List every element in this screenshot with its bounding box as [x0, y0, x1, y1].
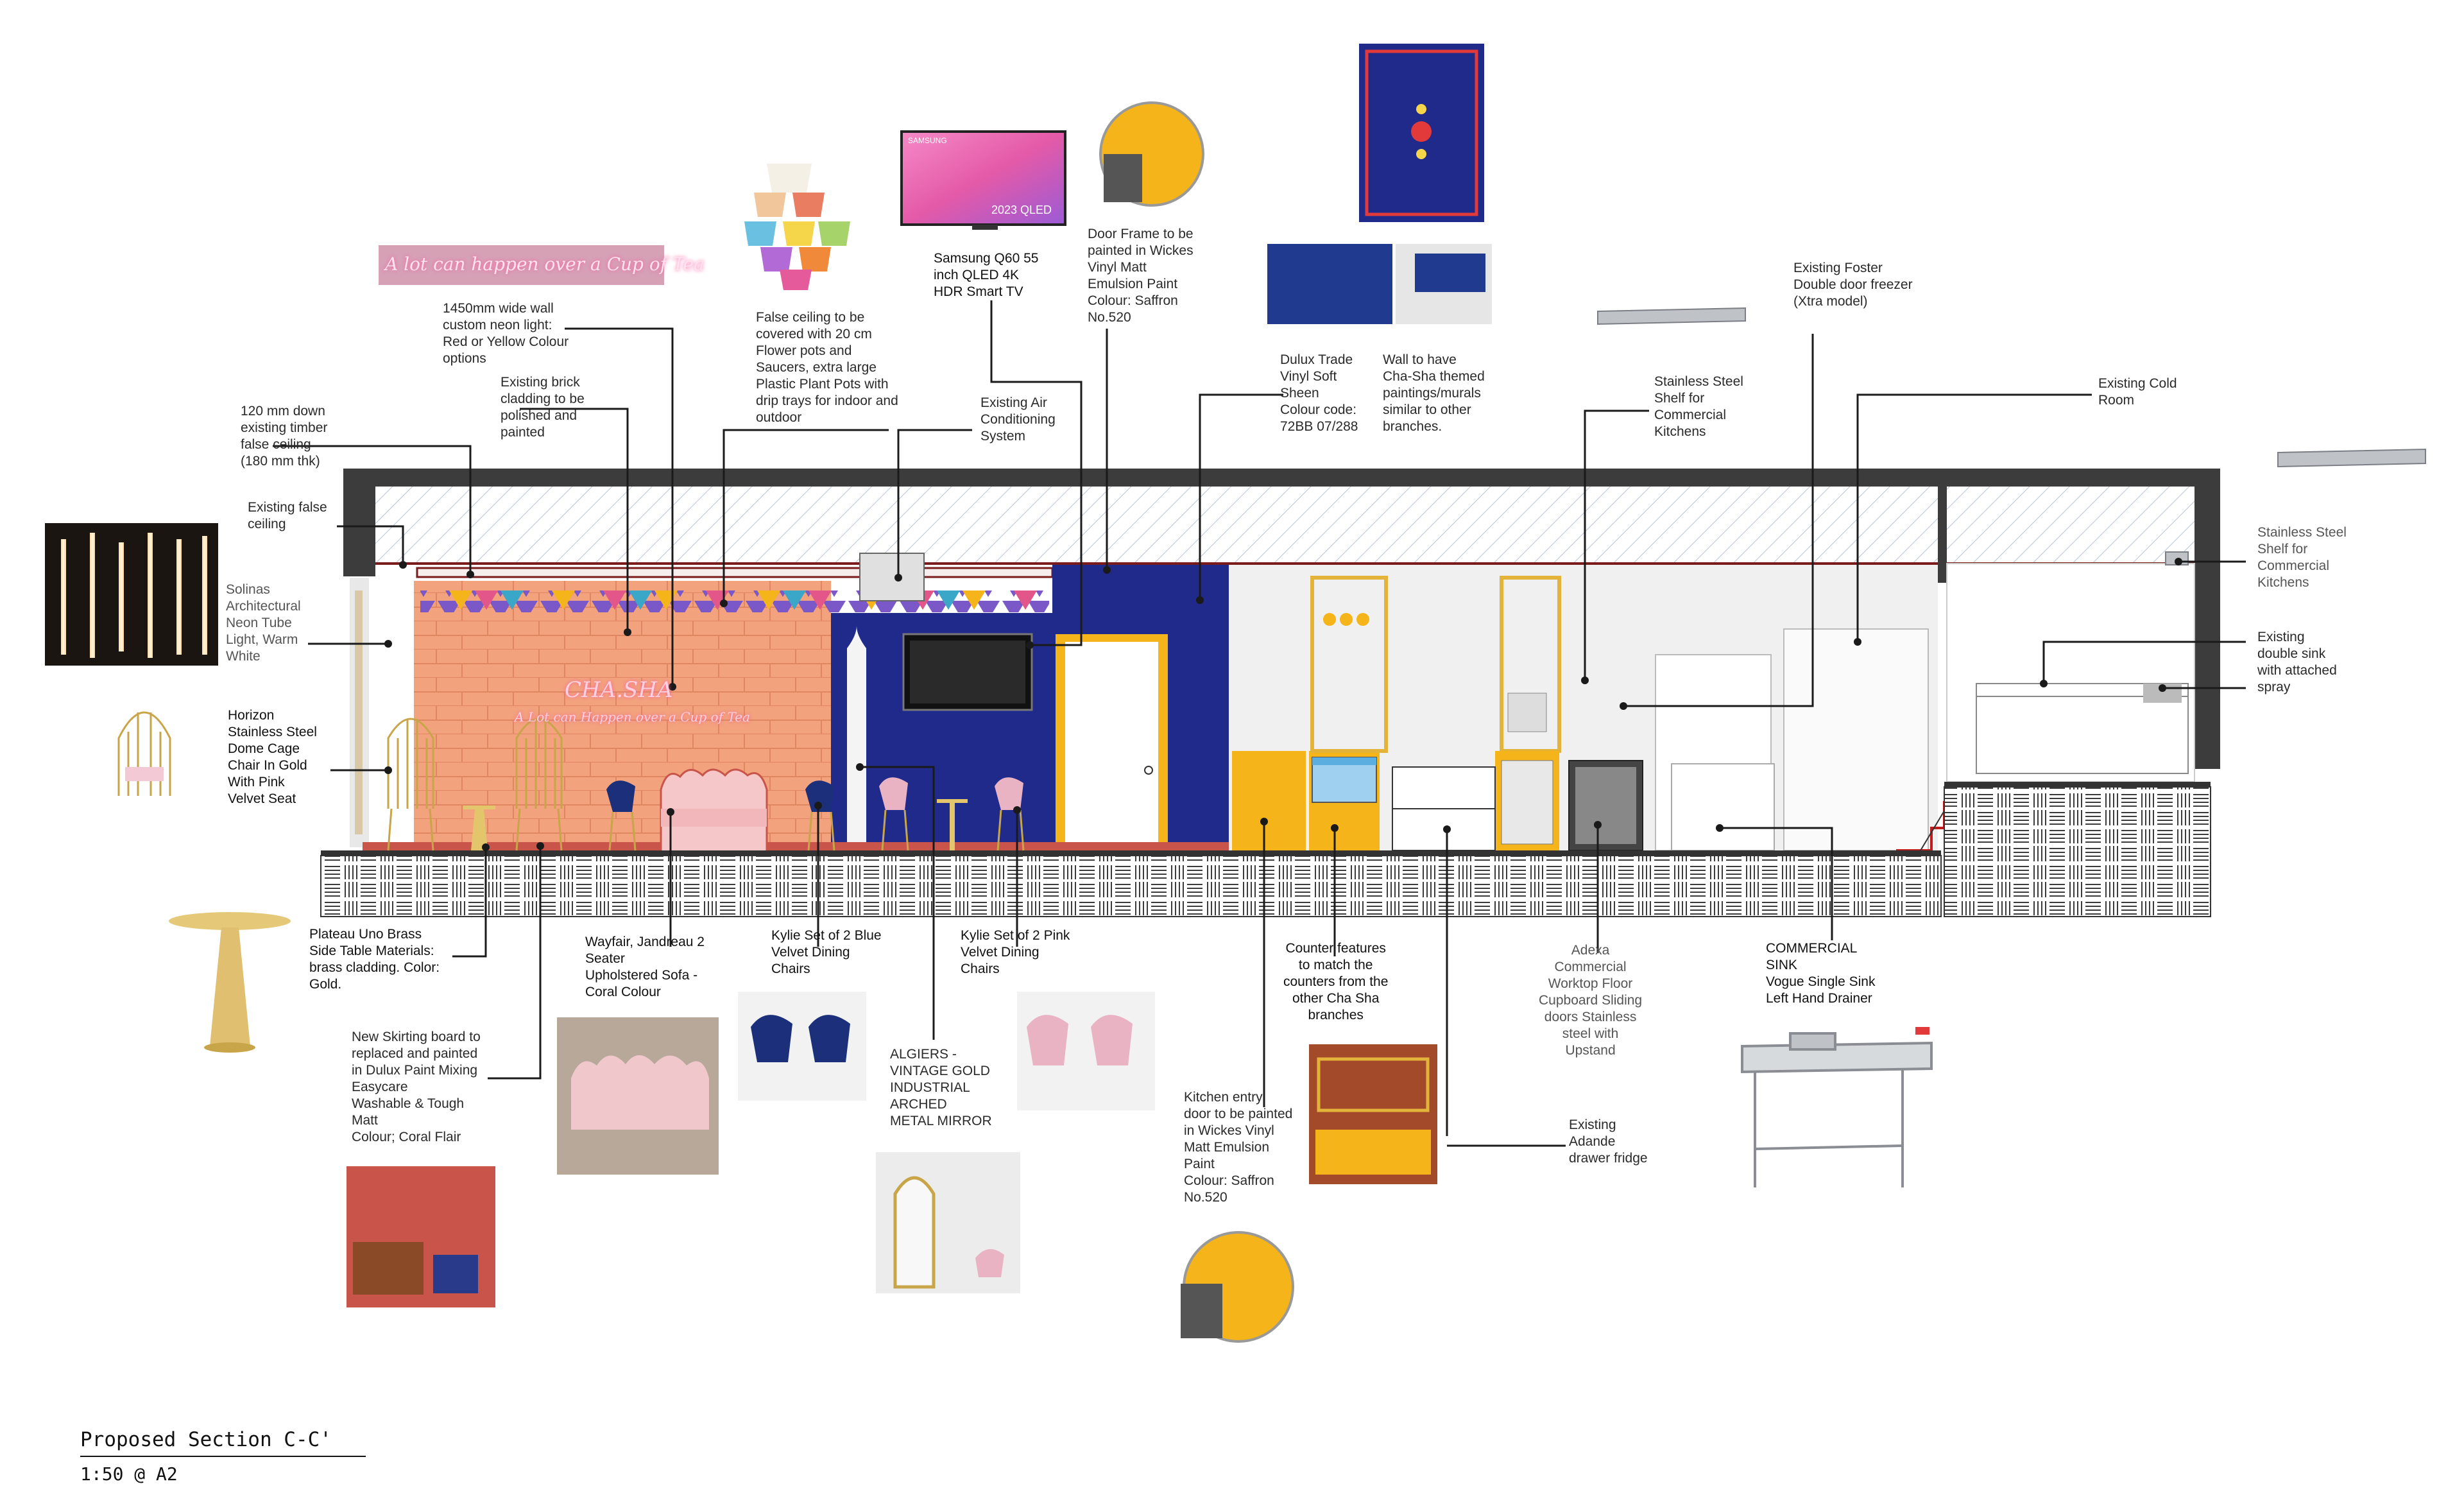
- label-mirror: ALGIERS - VINTAGE GOLD INDUSTRIAL ARCHED…: [890, 1047, 992, 1128]
- sofa-image: [557, 1017, 719, 1175]
- mirror-image: [876, 1152, 1020, 1293]
- saffron-paint-tin-image-2: [1181, 1231, 1294, 1343]
- label-tube-light: Solinas Architectural Neon Tube Light, W…: [226, 582, 301, 664]
- blue-chairs-image: [738, 992, 866, 1101]
- arched-mirror: [847, 626, 866, 850]
- label-flower-pots: False ceiling to be covered with 20 cm F…: [756, 310, 898, 425]
- label-cold-room: Existing Cold Room: [2098, 376, 2177, 408]
- commercial-sink-image: [1741, 1027, 1933, 1187]
- neon-sign-image: [379, 245, 664, 285]
- left-wall-light-strip: [350, 578, 369, 847]
- neon-panel-text: A lot can happen over a Cup of Tea: [385, 254, 705, 275]
- leader-lines: [273, 300, 2246, 1147]
- tv-brand: SAMSUNG: [908, 136, 947, 145]
- skirting-paint-image: [346, 1166, 495, 1307]
- label-steel-shelf-2: Stainless Steel Shelf for Commercial Kit…: [2257, 525, 2347, 590]
- title-underline: [80, 1456, 366, 1457]
- pink-chairs-image: [1017, 992, 1155, 1110]
- label-sofa: Wayfair, Jandreau 2 Seater Upholstered S…: [585, 935, 705, 999]
- label-existing-sink: Existing double sink with attached spray: [2257, 630, 2337, 694]
- air-conditioning-unit: [859, 553, 925, 601]
- label-timber-ceiling: 120 mm down existing timber false ceilin…: [241, 404, 328, 469]
- gold-pendant-frame: [1310, 576, 1388, 753]
- kitchen-area: [1229, 565, 1938, 851]
- label-existing-false-ceiling: Existing false ceiling: [248, 500, 327, 531]
- false-ceiling: [416, 567, 1054, 578]
- saffron-counter: [1232, 751, 1306, 850]
- leader-dots: [384, 558, 2182, 851]
- dome-cage-chairs: [387, 718, 563, 851]
- label-kitchen-door: Kitchen entry door to be painted in Wick…: [1184, 1090, 1293, 1205]
- drawing-title: Proposed Section C-C': [80, 1428, 332, 1451]
- cold-room-door: [1783, 628, 1929, 851]
- label-fridge: Existing Adande drawer fridge: [1569, 1117, 1648, 1166]
- flower-pot-bunting: [420, 591, 1049, 612]
- label-skirting: New Skirting board to replaced and paint…: [352, 1030, 481, 1144]
- flower-pots-image: [744, 164, 850, 290]
- label-blue-chairs: Kylie Set of 2 Blue Velvet Dining Chairs: [771, 928, 882, 976]
- label-freezer: Existing Foster Double door freezer (Xtr…: [1793, 261, 1913, 309]
- pink-velvet-chairs: [879, 777, 1025, 851]
- samsung-tv-image: [900, 130, 1066, 230]
- label-dome-chair: Horizon Stainless Steel Dome Cage Chair …: [228, 708, 317, 806]
- neon-tube-light-image: [45, 523, 218, 666]
- back-room: [1896, 563, 2195, 854]
- drawing-scale: 1:50 @ A2: [80, 1463, 178, 1485]
- blue-velvet-chairs: [606, 780, 835, 851]
- wall-tv: [902, 633, 1033, 711]
- floor-slab: [320, 782, 2211, 917]
- label-commercial-sink: COMMERCIAL SINK Vogue Single Sink Left H…: [1766, 941, 1876, 1006]
- label-themed-wall: Wall to have Cha-Sha themed paintings/mu…: [1383, 352, 1485, 434]
- counter-reference-image: [1309, 1044, 1437, 1184]
- label-worktop: Adexa Commercial Worktop Floor Cupboard …: [1539, 943, 1643, 1058]
- label-neon-wall: 1450mm wide wall custom neon light: Red …: [443, 301, 569, 366]
- ceiling-void-hatch: [375, 487, 2194, 565]
- blue-wall-reference-image: [1267, 244, 1492, 324]
- side-table-image: [169, 912, 291, 1053]
- saffron-paint-tin-image-1: [1099, 101, 1204, 207]
- label-door-frame: Door Frame to be painted in Wickes Vinyl…: [1088, 227, 1194, 325]
- label-pink-chairs: Kylie Set of 2 Pink Velvet Dining Chairs: [961, 928, 1070, 976]
- tv-badge: 2023 QLED: [991, 203, 1052, 216]
- brand-neon: CHA.SHA: [565, 677, 673, 703]
- label-counter: Counter features to match the counters f…: [1283, 941, 1389, 1022]
- steel-shelf-references: [1597, 307, 2426, 565]
- coral-scallop-sofa: [660, 768, 768, 850]
- label-side-table: Plateau Uno Brass Side Table Materials: …: [309, 927, 440, 992]
- roof-slab: [343, 469, 2220, 769]
- label-brick-cladding: Existing brick cladding to be polished a…: [501, 375, 585, 440]
- label-air-con: Existing Air Conditioning System: [980, 395, 1056, 444]
- label-steel-shelf-1: Stainless Steel Shelf for Commercial Kit…: [1654, 374, 1743, 439]
- dome-chair-image: [117, 711, 171, 796]
- saffron-door: [1056, 634, 1168, 850]
- label-dulux-wall: Dulux Trade Vinyl Soft Sheen Colour code…: [1280, 352, 1358, 434]
- blue-rug-image: [1359, 44, 1484, 222]
- label-tv: Samsung Q60 55 inch QLED 4K HDR Smart TV: [934, 251, 1039, 299]
- tagline-neon: A Lot can Happen over a Cup of Tea: [515, 709, 750, 725]
